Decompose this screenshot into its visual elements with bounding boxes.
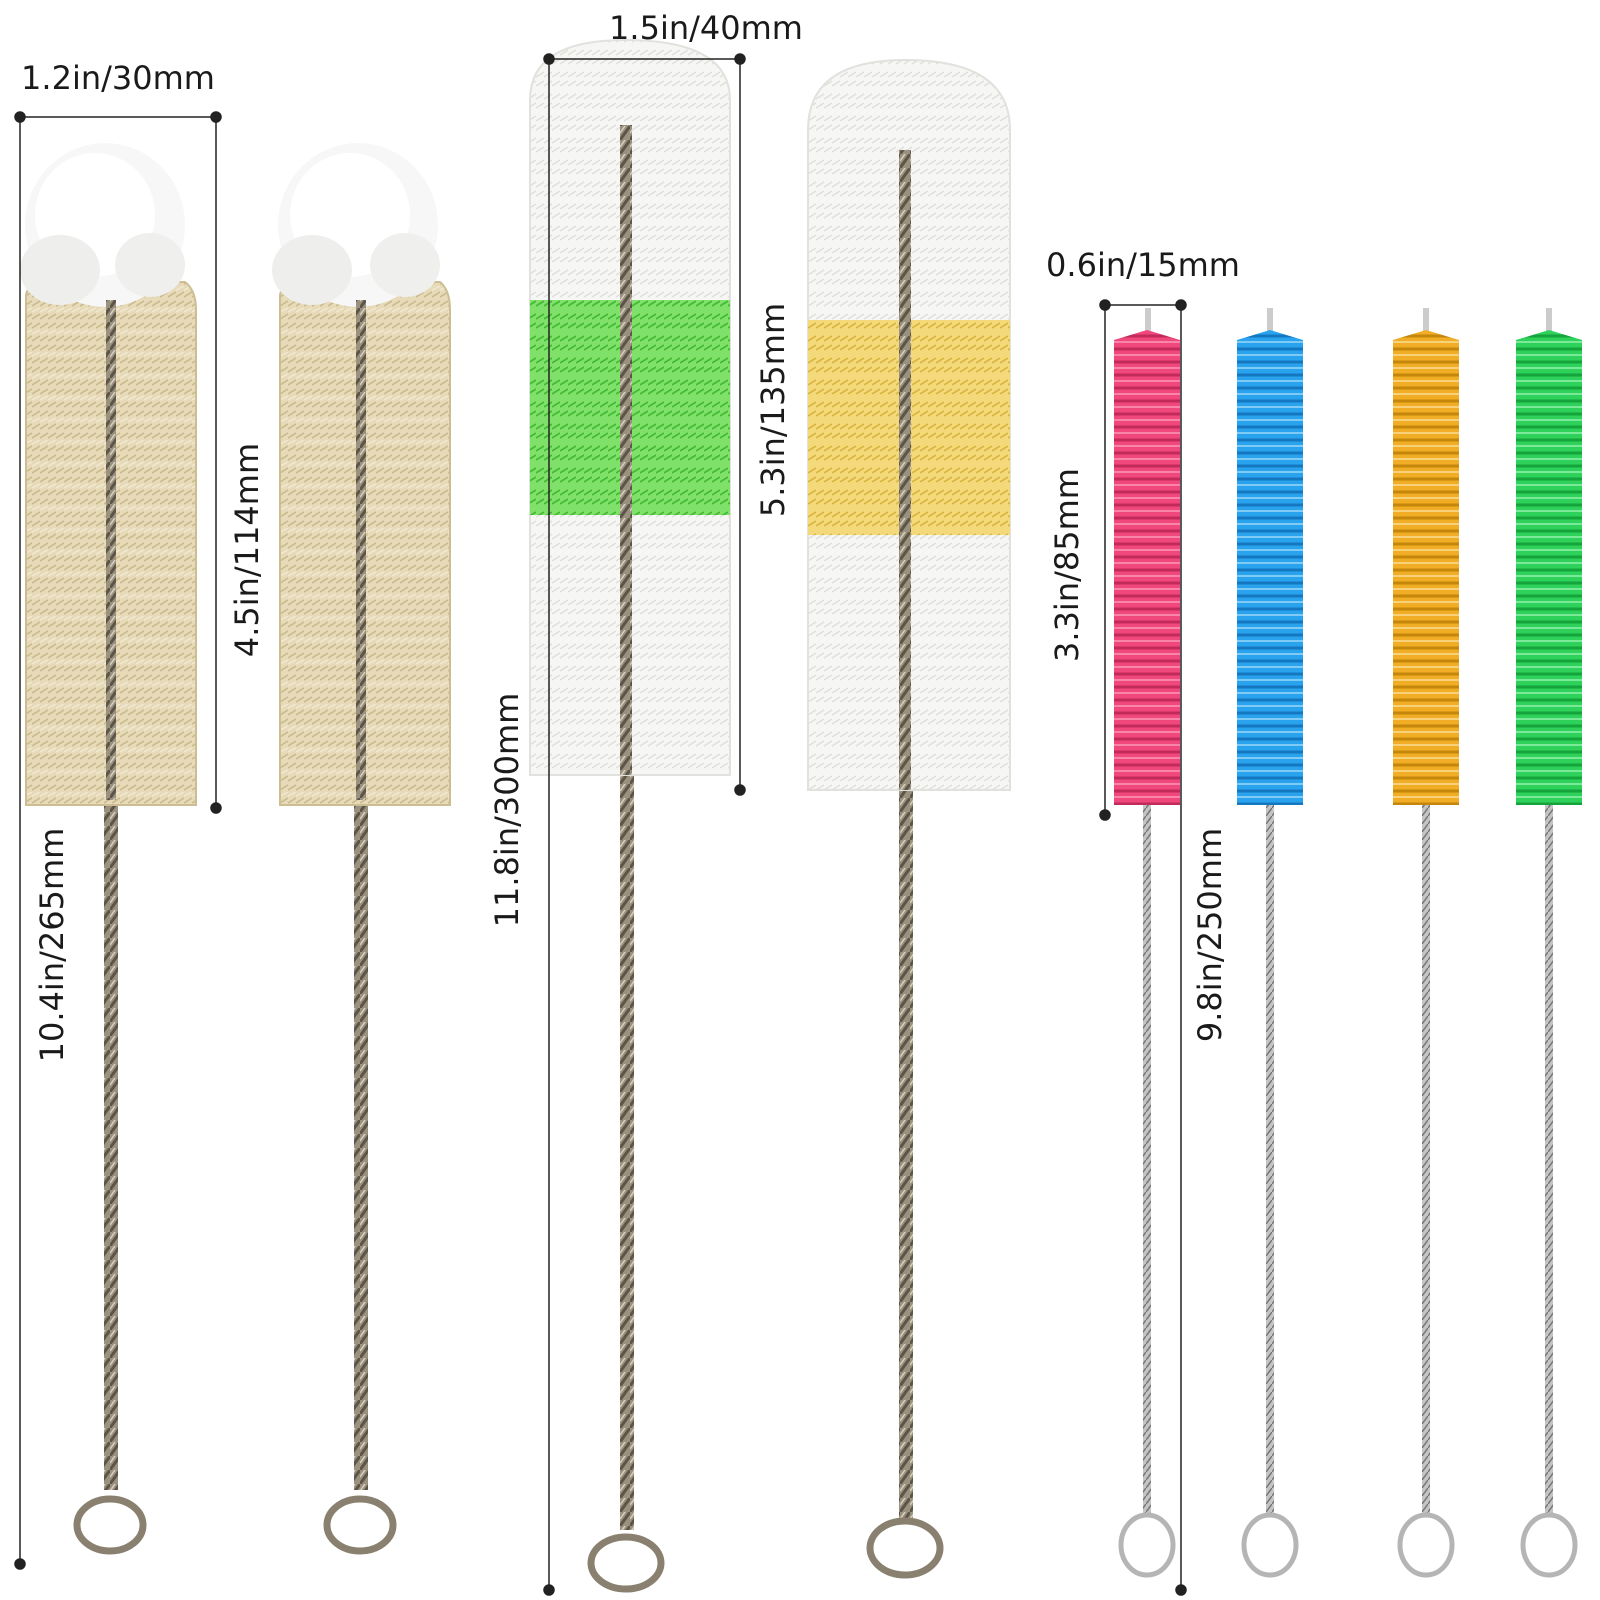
brush-7-loop xyxy=(1397,1512,1455,1578)
brush-3 xyxy=(529,38,731,1593)
brush-6-loop xyxy=(1241,1512,1299,1578)
label-silicone-head: 3.3in/85mm xyxy=(1048,468,1086,662)
brush-1-loop xyxy=(73,1495,147,1555)
brush-1 xyxy=(20,143,197,1555)
brush-2-loop xyxy=(323,1495,397,1555)
brush-8 xyxy=(1516,308,1582,1578)
brush-5 xyxy=(1114,308,1180,1578)
label-silicone-width: 0.6in/15mm xyxy=(1046,246,1240,284)
label-small-brush-length: 10.4in/265mm xyxy=(33,827,71,1063)
brush-7 xyxy=(1393,308,1459,1578)
brush-3-loop xyxy=(587,1533,665,1593)
brush-2-sponge-tip xyxy=(272,143,440,307)
label-silicone-length: 9.8in/250mm xyxy=(1191,827,1229,1043)
label-small-brush-head: 4.5in/114mm xyxy=(228,442,266,658)
brush-5-loop xyxy=(1118,1512,1176,1578)
brush-8-loop xyxy=(1520,1512,1578,1578)
label-large-brush-length: 11.8in/300mm xyxy=(488,692,526,928)
brush-2 xyxy=(272,143,451,1555)
label-small-brush-width: 1.2in/30mm xyxy=(21,59,215,97)
brush-4-loop xyxy=(866,1517,944,1579)
label-large-brush-width: 1.5in/40mm xyxy=(609,9,803,47)
brush-4 xyxy=(807,58,1011,1579)
brush-1-sponge-tip xyxy=(20,143,185,307)
label-large-brush-head: 5.3in/135mm xyxy=(754,302,792,518)
brush-6 xyxy=(1237,308,1303,1578)
